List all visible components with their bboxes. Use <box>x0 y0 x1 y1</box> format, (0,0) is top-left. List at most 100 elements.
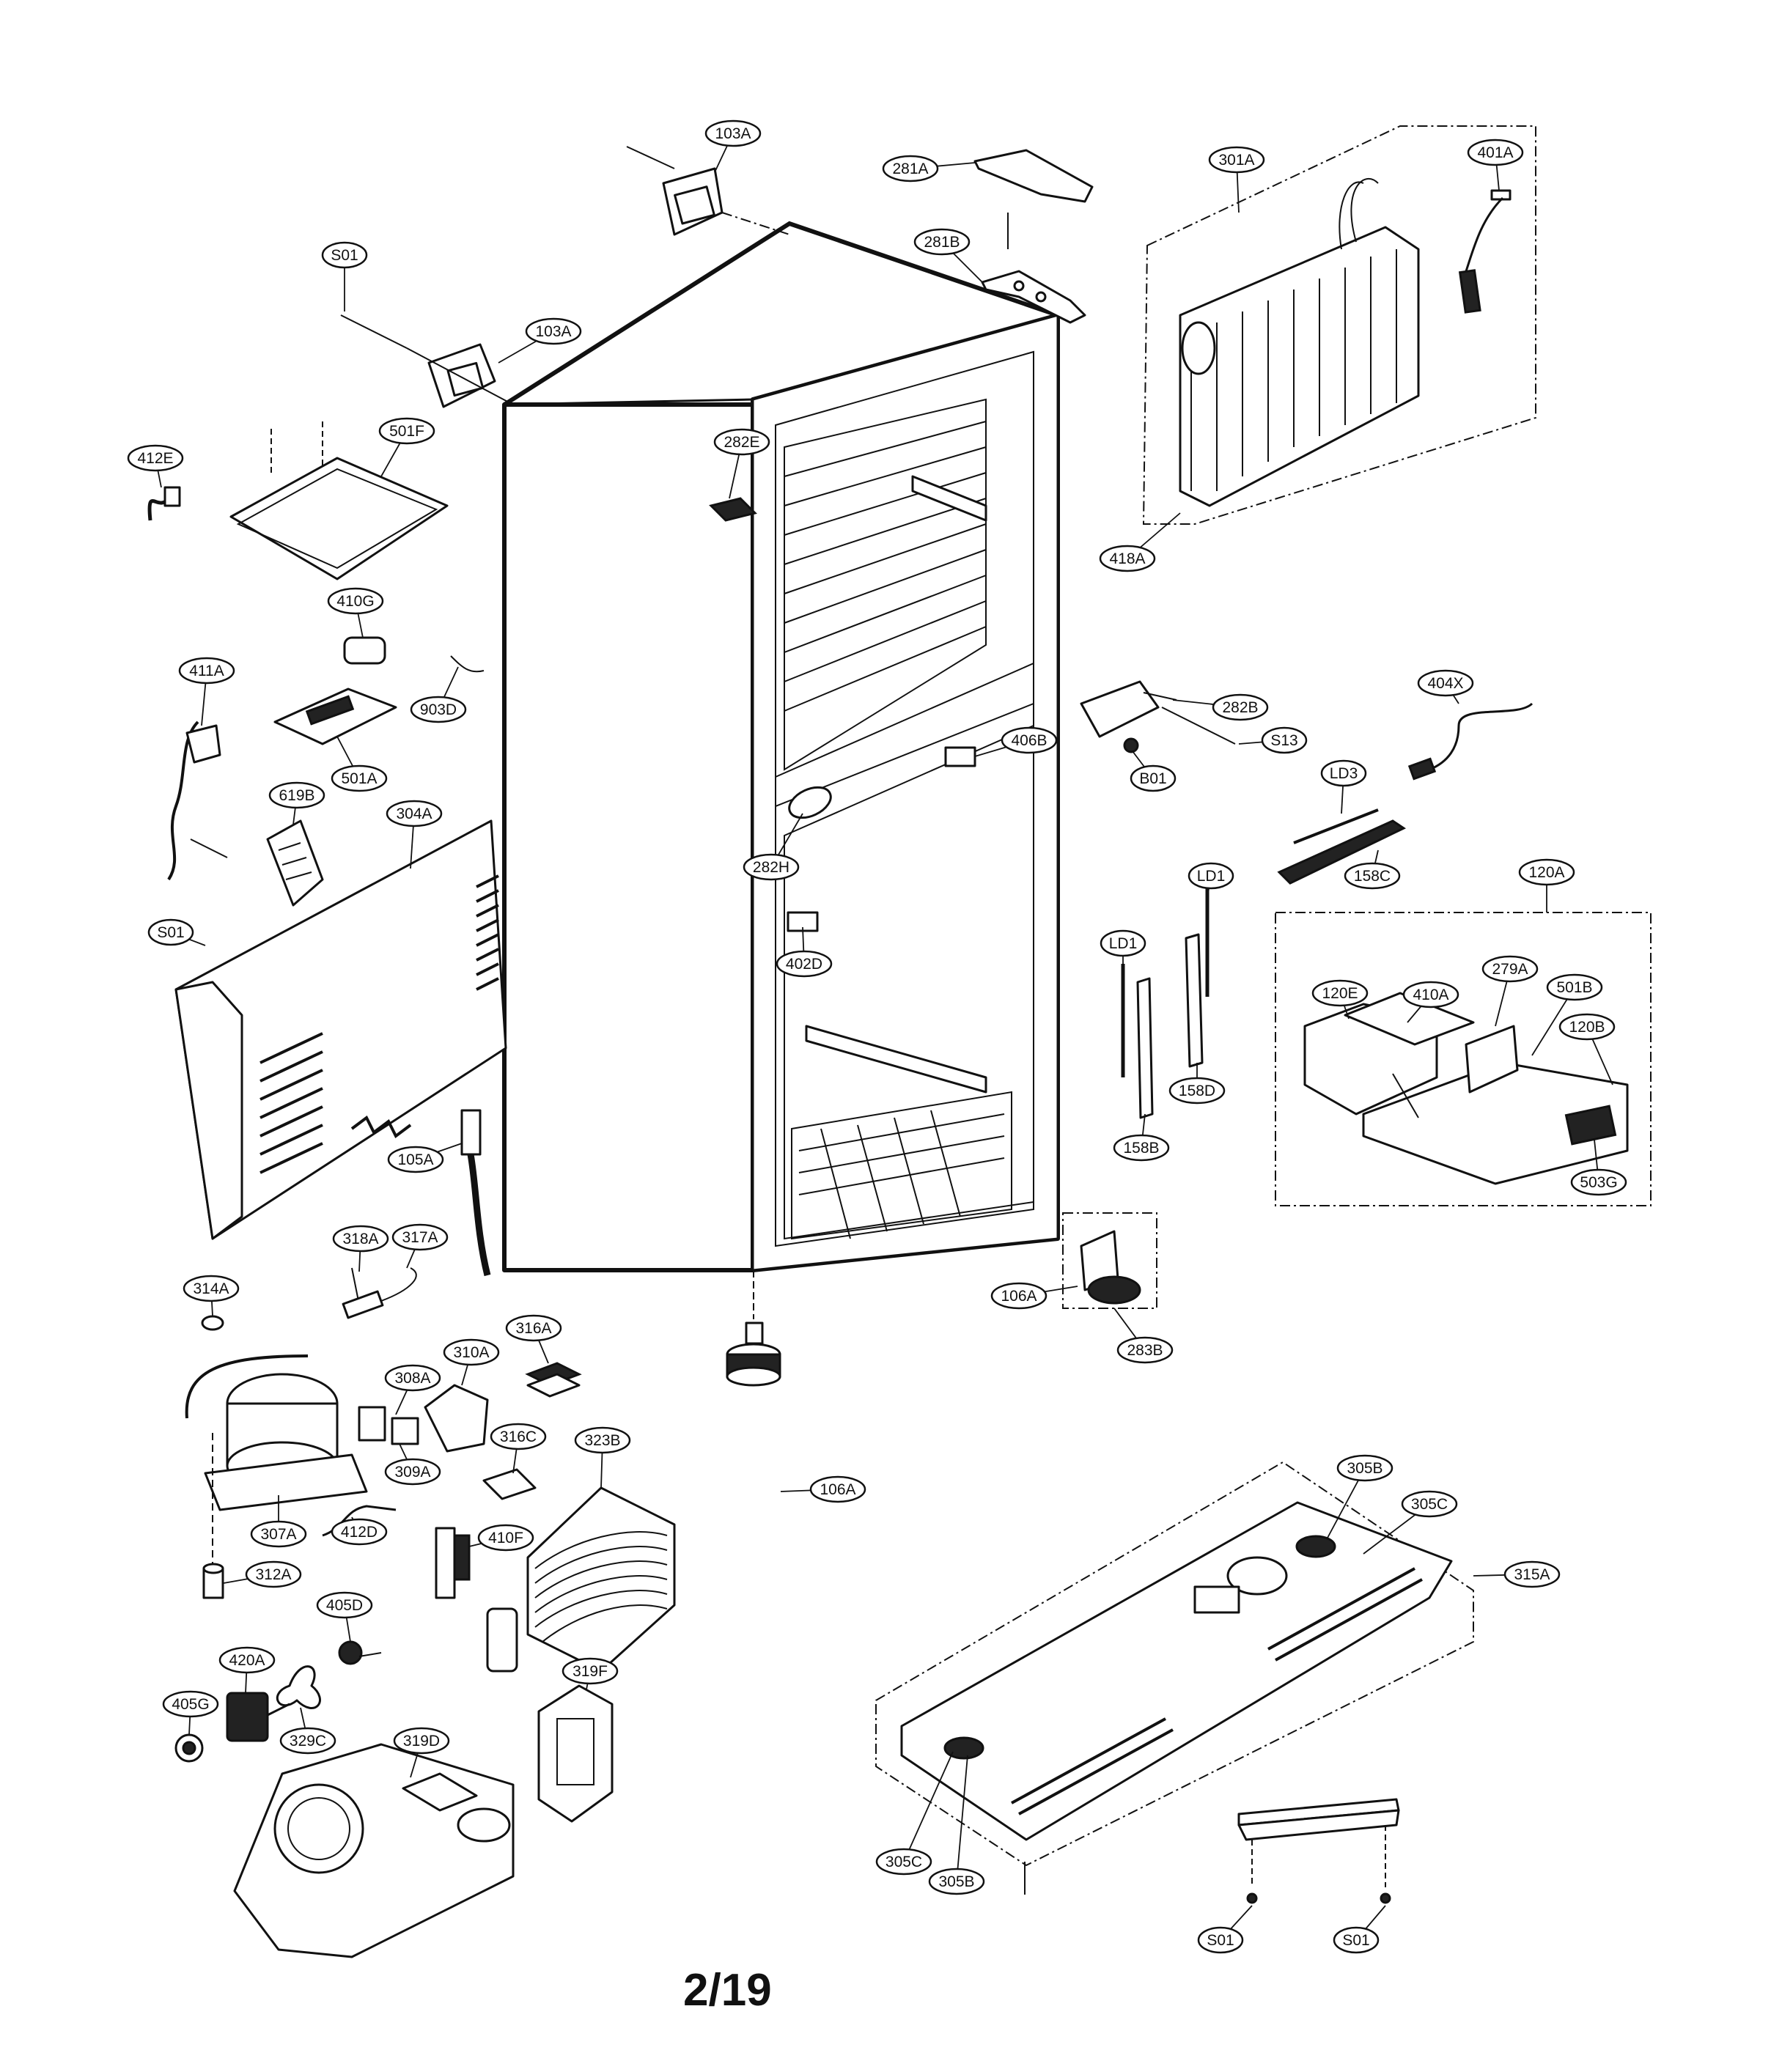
callout-315a: 315A <box>1473 1560 1561 1588</box>
callout-oval <box>1320 759 1367 787</box>
callout-label: 404X <box>1427 675 1463 692</box>
callout-label: 903D <box>420 701 457 718</box>
callout-281b: 281B <box>913 228 983 283</box>
callout-label: 120B <box>1569 1019 1605 1036</box>
led-LD3 <box>1277 808 1407 885</box>
callout-label: S13 <box>1270 732 1297 749</box>
callout-label: LD3 <box>1330 765 1358 782</box>
callout-label: 318A <box>342 1231 378 1247</box>
overload-308A <box>358 1406 419 1445</box>
callout-oval <box>1570 1168 1627 1196</box>
callout-label: 501B <box>1556 979 1592 996</box>
callout-label: 503G <box>1580 1174 1617 1191</box>
callout-label: 316A <box>515 1320 551 1337</box>
callout-410a: 410A <box>1402 981 1459 1023</box>
callout-oval <box>1401 1490 1458 1518</box>
callout-label: 279A <box>1492 961 1528 978</box>
bushing-312A <box>202 1563 224 1599</box>
callout-leader <box>903 1751 954 1862</box>
callout-label: 283B <box>1127 1342 1163 1359</box>
callout-oval <box>990 1282 1048 1310</box>
callout-oval <box>386 800 443 827</box>
callout-label: 282B <box>1222 699 1258 716</box>
wire-412D <box>322 1505 397 1537</box>
callout-s01-top: S01 <box>321 241 368 311</box>
capacitor-410G <box>343 636 386 665</box>
badge-282E <box>709 497 757 522</box>
relay-310A <box>424 1384 489 1453</box>
callout-oval <box>1417 669 1474 697</box>
callout-label: 310A <box>453 1344 489 1361</box>
callout-label: 305C <box>886 1854 922 1870</box>
callout-oval <box>1188 862 1234 890</box>
callout-oval <box>913 228 971 256</box>
fan-405D <box>338 1640 382 1665</box>
callout-317a: 317A <box>391 1223 449 1269</box>
callout-oval <box>1402 981 1459 1009</box>
callout-310a: 310A <box>443 1338 500 1386</box>
callout-412e: 412E <box>127 444 184 488</box>
callout-oval <box>1100 929 1146 957</box>
callout-label: 307A <box>260 1526 296 1543</box>
callout-oval <box>393 1727 450 1755</box>
callout-label: 105A <box>397 1151 433 1168</box>
callout-314a: 314A <box>183 1275 240 1316</box>
callout-label: 308A <box>394 1370 430 1387</box>
control-box-120A <box>1275 912 1652 1206</box>
callout-619b: 619B <box>268 781 325 825</box>
callout-oval <box>882 155 939 183</box>
led-LD1-right <box>1185 887 1210 1068</box>
callout-oval <box>562 1657 619 1685</box>
callout-oval <box>525 317 582 345</box>
callout-418a: 418A <box>1099 512 1181 572</box>
callout-oval <box>1336 1454 1393 1482</box>
callout-282h: 282H <box>743 813 803 881</box>
callout-oval <box>178 657 235 685</box>
condenser-323B <box>526 1486 676 1673</box>
callout-label: 420A <box>229 1652 265 1669</box>
callout-oval <box>384 1458 441 1486</box>
callout-oval <box>332 1225 389 1253</box>
callout-ld3: LD3 <box>1320 759 1367 814</box>
drain-hose-105A <box>460 1109 491 1277</box>
callout-410g: 410G <box>327 587 384 638</box>
callout-label: 314A <box>193 1280 229 1297</box>
callout-label: 406B <box>1011 732 1047 749</box>
callout-oval <box>147 918 194 946</box>
callout-305b-top: 305B <box>1326 1454 1393 1540</box>
base-plate-315A <box>875 1461 1474 1895</box>
callout-label: 106A <box>1001 1288 1037 1305</box>
fan-blade-329C <box>276 1665 321 1709</box>
evaporator-group <box>1142 125 1536 525</box>
callout-323b: 323B <box>574 1426 631 1489</box>
callout-label: 410G <box>336 593 374 610</box>
hinge-cap-103A-top <box>626 146 790 236</box>
callout-label: 120A <box>1528 864 1564 881</box>
callout-label: 402D <box>786 956 822 973</box>
callout-120e: 120E <box>1311 979 1369 1020</box>
callout-309a: 309A <box>384 1443 441 1486</box>
page-number: 2/19 <box>683 1965 772 2016</box>
callout-label: 103A <box>535 323 571 340</box>
callout-307a: 307A <box>250 1495 307 1548</box>
callout-oval <box>1168 1077 1226 1105</box>
callout-oval <box>713 428 770 456</box>
callout-308a: 308A <box>384 1364 441 1415</box>
callout-281a: 281A <box>882 155 976 183</box>
callout-oval <box>1481 955 1539 983</box>
callout-319d: 319D <box>393 1727 450 1778</box>
callout-label: 301A <box>1218 152 1254 169</box>
callout-oval <box>1518 858 1575 886</box>
callout-103a-top: 103A <box>704 119 762 173</box>
callout-oval <box>1261 726 1308 754</box>
relay-619B <box>266 819 324 907</box>
callout-501b: 501B <box>1531 973 1603 1056</box>
callout-label: 412E <box>137 450 173 467</box>
callout-283b: 283B <box>1113 1308 1174 1364</box>
callout-label: 158B <box>1123 1140 1159 1157</box>
callout-label: 316C <box>500 1428 537 1445</box>
callout-oval <box>1113 1134 1170 1162</box>
callout-106a-right: 106A <box>990 1282 1078 1310</box>
capacitor-410F <box>486 1607 518 1673</box>
